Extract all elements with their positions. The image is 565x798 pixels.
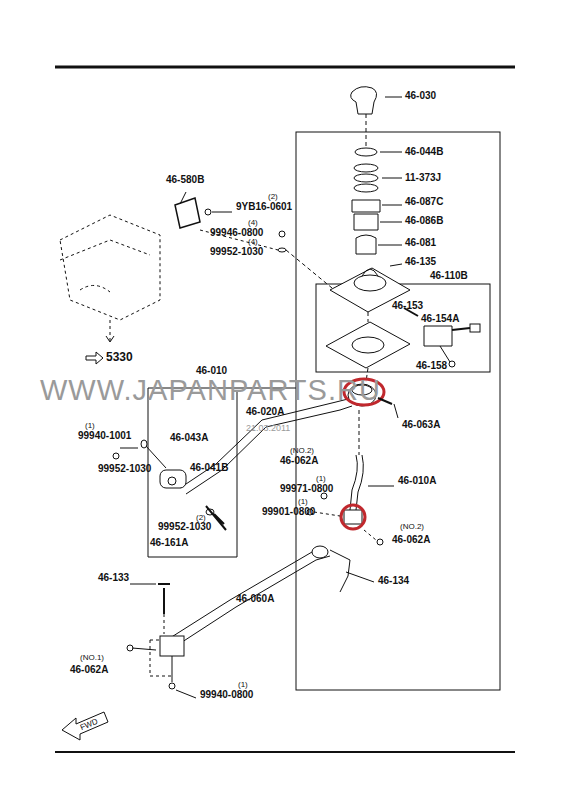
callout-number: 99940-1001 xyxy=(78,430,131,442)
callout-number: 99952-1030 xyxy=(210,246,263,258)
callout-number: 46-086B xyxy=(405,215,443,227)
callout-number: 46-062A xyxy=(392,534,430,546)
watermark: WWW.JAPANPARTS.RU xyxy=(40,384,381,396)
callout-number: 46-161A xyxy=(150,537,188,549)
callout-number: (NO.1) xyxy=(80,652,104,664)
callout-number: 46-041B xyxy=(190,462,228,474)
date-stamp: 21.03.2011 xyxy=(246,422,290,434)
callout-number: 99952-1030 xyxy=(98,463,151,475)
callout-number: 46-020A xyxy=(246,406,284,418)
callout-number: 46-010 xyxy=(196,365,227,377)
callout-number: 46-580B xyxy=(166,174,204,186)
callout-number: 99971-0800 xyxy=(280,483,333,495)
callout-number: 46-153 xyxy=(392,300,423,312)
callout-number: 46-154A xyxy=(421,313,459,325)
callout-number: 99952-1030 xyxy=(158,521,211,533)
callout-number: 46-044B xyxy=(405,146,443,158)
callout-number: 46-158 xyxy=(416,360,447,372)
callout-number: 5330 xyxy=(106,351,133,363)
callout-number: 46-043A xyxy=(170,432,208,444)
callout-number: 46-081 xyxy=(405,237,436,249)
callout-number: 46-134 xyxy=(378,575,409,587)
callout-number: 11-373J xyxy=(405,172,441,184)
callout-number: 46-087C xyxy=(405,196,443,208)
callout-number: 46-110B xyxy=(430,270,468,282)
callout-number: 99901-0800 xyxy=(262,506,315,518)
callout-number: 46-010A xyxy=(398,475,436,487)
callout-number: 9YB16-0601 xyxy=(236,201,292,213)
callout-number: 46-133 xyxy=(98,572,129,584)
callout-number: 46-062A xyxy=(70,664,108,676)
callout-number: 46-060A xyxy=(236,593,274,605)
callout-number: 46-062A xyxy=(280,455,318,467)
callout-number: 46-063A xyxy=(402,419,440,431)
callout-number: 99940-0800 xyxy=(200,689,253,701)
callout-number: 46-030 xyxy=(405,90,436,102)
callout-number: 46-135 xyxy=(405,256,436,268)
callout-number: (NO.2) xyxy=(400,521,424,533)
direction-label: FWD xyxy=(78,716,99,734)
